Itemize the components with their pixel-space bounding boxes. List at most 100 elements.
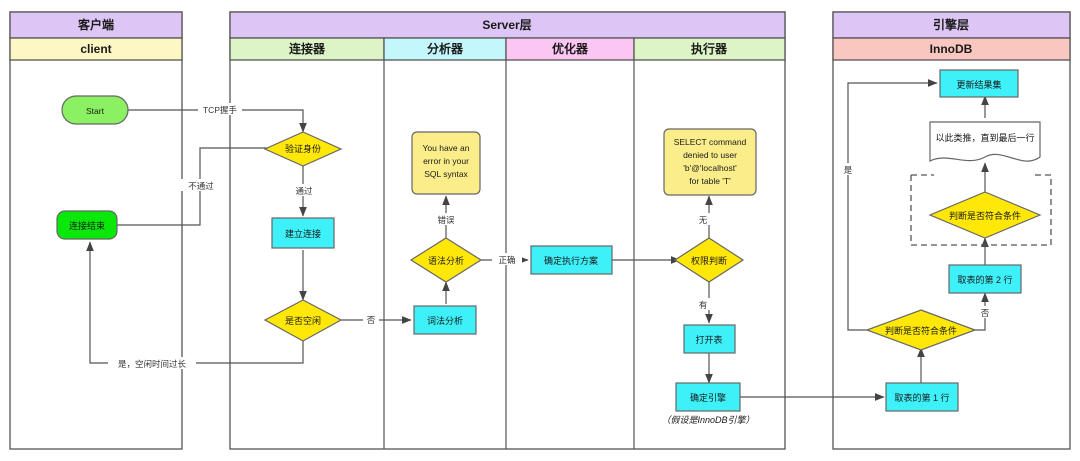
node-open-table-label: 打开表 — [695, 334, 722, 345]
node-syntax-analysis-label: 语法分析 — [428, 255, 464, 266]
node-fetch-row-1-label: 取表的第 1 行 — [894, 392, 949, 403]
node-pick-engine-shape — [675, 382, 741, 412]
node-match-check-1[interactable]: 判断是否符合条件 — [865, 309, 977, 351]
edge-label-bg-syntax-ok — [492, 253, 522, 265]
col-connector-title: 连接器 — [289, 41, 326, 56]
node-match-check-2[interactable]: 判断是否符合条件 — [928, 191, 1042, 239]
node-verify-identity-label: 验证身份 — [285, 143, 321, 154]
edge-label-perm-none: 无 — [699, 215, 708, 225]
node-connection-end-label: 连接结束 — [69, 220, 105, 231]
node-engine-note: （假设是InnoDB引擎） — [661, 415, 754, 425]
node-verify-identity[interactable]: 验证身份 — [263, 131, 343, 167]
edge-label-bg-syntax-err — [430, 213, 462, 225]
node-select-denied[interactable]: SELECT command denied to user 'b'@'local… — [663, 128, 757, 196]
node-determine-plan-label: 确定执行方案 — [544, 255, 598, 266]
node-build-connection[interactable]: 建立连接 — [271, 217, 335, 249]
node-match-check-2-label: 判断是否符合条件 — [949, 210, 1021, 221]
loop-dashed-box — [910, 175, 1052, 246]
node-sql-error-line2: error in your — [423, 156, 469, 166]
node-sql-syntax-error-shape — [411, 131, 481, 195]
edge-label-tcp: TCP握手 — [203, 105, 238, 115]
node-denied-line4: for table 'T' — [689, 176, 731, 186]
edge-start-to-verify — [128, 109, 307, 133]
edge-label-syntax-ok: 正确 — [498, 255, 515, 265]
node-and-so-on-label: 以此类推，直到最后一行 — [935, 132, 1034, 143]
edge-label-idle-no: 否 — [367, 315, 376, 325]
lane-engine-title: 引擎层 — [933, 17, 969, 32]
node-denied-line3: 'b'@'localhost' — [683, 163, 737, 173]
node-match-check-1-shape — [865, 309, 977, 351]
edge-label-bg-perm-have — [695, 298, 713, 310]
lane-client-subheader — [9, 37, 183, 61]
edge-label-bg-pass — [288, 184, 320, 196]
node-pick-engine[interactable]: 确定引擎 — [675, 382, 741, 412]
node-and-so-on-shape — [929, 121, 1041, 162]
node-pick-engine-label: 确定引擎 — [690, 392, 726, 403]
node-permission-check[interactable]: 权限判断 — [673, 237, 745, 283]
node-sql-error-line3: SQL syntax — [424, 169, 468, 179]
node-syntax-analysis[interactable]: 语法分析 — [409, 237, 483, 283]
edge-check1-yes — [847, 79, 938, 331]
edges-connector-group: TCP握手 不通过 通过 是，空闲时间过长 否 — [86, 103, 412, 369]
node-lexical-analysis-label: 词法分析 — [427, 315, 463, 326]
node-update-result-set[interactable]: 更新结果集 — [939, 69, 1019, 98]
col-optimizer-title: 优化器 — [552, 41, 589, 56]
edge-label-bg-idle-no — [363, 313, 379, 325]
node-fetch-row-1[interactable]: 取表的第 1 行 — [885, 382, 959, 412]
edge-label-bg-fail — [178, 179, 224, 191]
node-fetch-row-2[interactable]: 取表的第 2 行 — [948, 264, 1022, 294]
node-and-so-on[interactable]: 以此类推，直到最后一行 — [929, 121, 1041, 162]
edge-label-match-yes: 是 — [844, 165, 853, 175]
node-match-check-1-label: 判断是否符合条件 — [885, 325, 957, 336]
node-sql-syntax-error[interactable]: You have an error in your SQL syntax — [411, 131, 481, 195]
node-lexical-analysis[interactable]: 词法分析 — [413, 305, 477, 335]
edges-executor-group: 无 有 — [612, 195, 885, 401]
edges-engine-group: 是 否 — [840, 79, 1052, 383]
lane-engine-header — [832, 11, 1071, 39]
node-is-idle-shape — [263, 299, 343, 342]
edge-label-bg-tcp — [198, 103, 242, 115]
edges-analyzer-group: 错误 正确 — [430, 195, 529, 304]
lane-engine-subheader — [832, 37, 1071, 61]
node-fetch-row-1-shape — [885, 382, 959, 412]
node-is-idle-label: 是否空闲 — [285, 315, 321, 326]
node-fetch-row-2-label: 取表的第 2 行 — [957, 274, 1012, 285]
lane-client: 客户端 client — [9, 11, 183, 450]
node-start[interactable]: Start — [61, 95, 129, 125]
node-build-connection-shape — [271, 217, 335, 249]
node-connection-end[interactable]: 连接结束 — [56, 210, 118, 240]
node-determine-plan[interactable]: 确定执行方案 — [530, 245, 613, 275]
edge-label-pass: 通过 — [295, 186, 313, 196]
node-start-shape — [61, 95, 129, 125]
lane-client-subtitle: client — [80, 42, 111, 56]
node-open-table[interactable]: 打开表 — [683, 324, 736, 354]
lane-server-title: Server层 — [482, 18, 531, 32]
col-analyzer-title: 分析器 — [427, 41, 464, 56]
node-verify-identity-shape — [263, 131, 343, 167]
node-sql-error-line1: You have an — [423, 143, 470, 153]
node-permission-check-label: 权限判断 — [691, 255, 727, 266]
node-start-label: Start — [86, 106, 105, 116]
edge-label-fail: 不通过 — [188, 181, 214, 191]
edge-label-match-no: 否 — [981, 308, 990, 318]
node-is-idle[interactable]: 是否空闲 — [263, 299, 343, 342]
lane-client-title: 客户端 — [77, 17, 114, 32]
node-update-result-set-label: 更新结果集 — [956, 79, 1001, 90]
node-build-connection-label: 建立连接 — [285, 228, 321, 239]
lane-client-header — [9, 11, 183, 39]
edge-label-bg-match-no — [977, 306, 993, 318]
col-executor-header — [633, 37, 786, 61]
edge-idle-yes — [86, 241, 304, 364]
node-update-result-set-shape — [939, 69, 1019, 98]
node-open-table-shape — [683, 324, 736, 354]
col-executor-title: 执行器 — [691, 41, 728, 56]
node-connection-end-shape — [56, 210, 118, 240]
node-determine-plan-shape — [530, 245, 613, 275]
node-select-denied-shape — [663, 128, 757, 196]
edge-label-idle-yes: 是，空闲时间过长 — [118, 359, 187, 369]
node-denied-line1: SELECT command — [674, 137, 747, 147]
lane-engine-subtitle: InnoDB — [930, 42, 973, 56]
edge-label-bg-idle-yes — [108, 357, 196, 369]
